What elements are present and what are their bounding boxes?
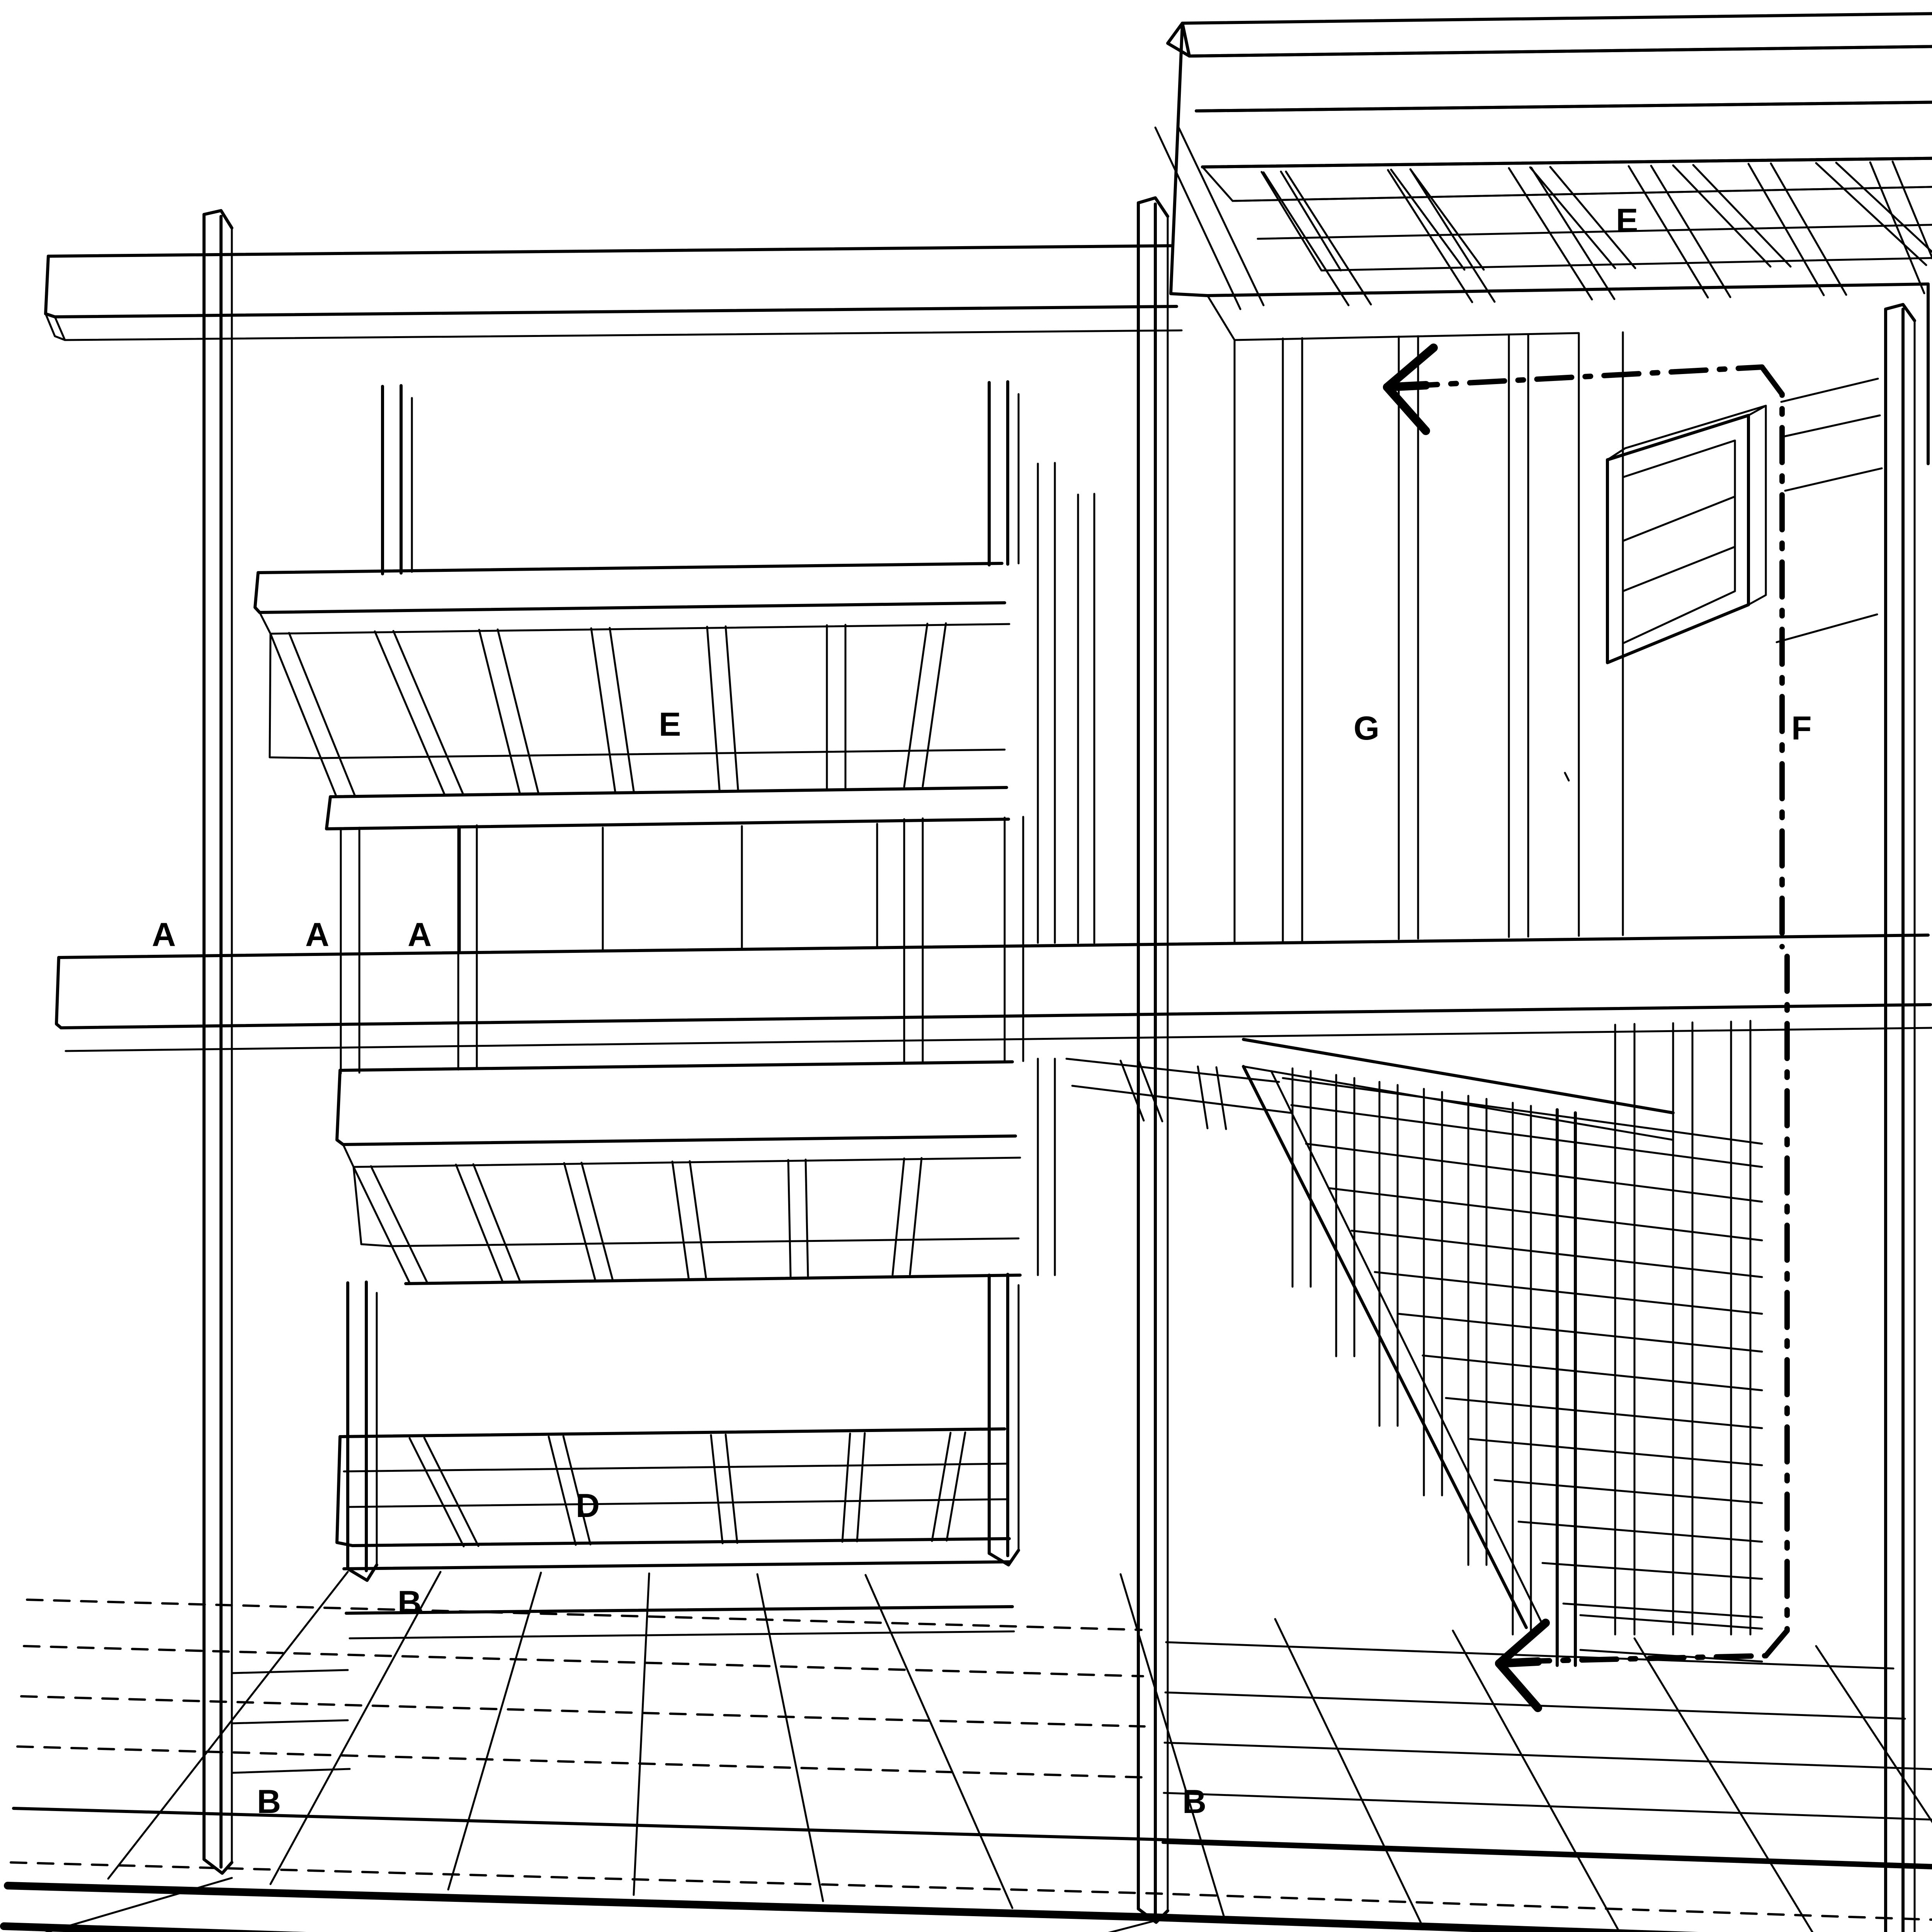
left-bay-studs-upper	[459, 823, 878, 952]
label-f-cut: F	[1791, 710, 1812, 747]
deck-surface	[4, 1571, 1932, 1932]
label-b-3: B	[1182, 1783, 1207, 1820]
stud-wall-sheathing-G	[1233, 331, 1624, 944]
ground-plate-lines	[44, 1877, 1160, 1932]
label-b-2: B	[257, 1783, 281, 1820]
section-cut-lower	[1495, 952, 1790, 1712]
roof-right-assembly	[1166, 12, 1932, 272]
label-a-1: A	[152, 916, 176, 953]
stair-assembly	[1242, 1020, 1763, 1667]
second-floor-band	[55, 934, 1932, 1052]
ceiling-joist-assembly-left	[253, 562, 1010, 830]
label-g-wall: G	[1354, 710, 1379, 747]
label-b-1: B	[398, 1584, 422, 1621]
second-floor-joists-right	[1065, 1058, 1292, 1130]
section-cut-upper	[1383, 344, 1785, 949]
second-floor-joists-left	[335, 1060, 1022, 1285]
label-e-roof: E	[1616, 202, 1638, 239]
window-assembly	[1606, 378, 1883, 664]
deck-beam-left	[231, 1669, 351, 1774]
label-d-floor: D	[576, 1487, 600, 1524]
left-bay-verticals	[1037, 462, 1095, 1276]
floor-joist-box-D	[335, 1427, 1015, 1639]
label-a-2: A	[305, 916, 330, 953]
upper-ceiling-plane-right	[1154, 22, 1932, 465]
posts	[202, 196, 1916, 1932]
label-e-left: E	[659, 706, 681, 743]
label-a-3: A	[408, 916, 432, 953]
upper-header-beam-left	[44, 244, 1183, 341]
